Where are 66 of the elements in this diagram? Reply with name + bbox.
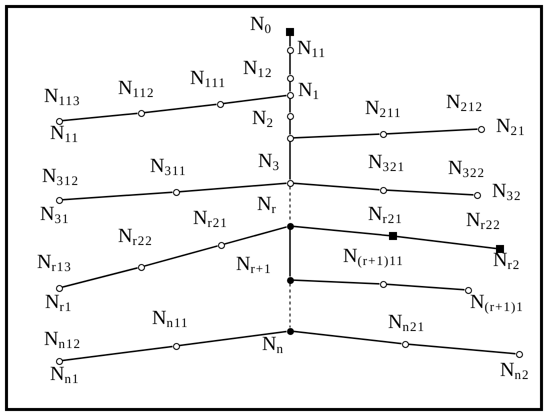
node-label: N$_{312}$ [42, 166, 79, 186]
node-label: N$_{212}$ [446, 92, 483, 112]
node-label: N$_{r21}$ [368, 204, 403, 224]
node-label: N$_{r21}$ [193, 208, 228, 228]
node-label: N$_{322}$ [448, 158, 485, 178]
node-label: N$_{321}$ [368, 152, 405, 172]
line [62, 192, 173, 200]
line [396, 236, 496, 250]
line [223, 94, 287, 104]
line [289, 82, 291, 92]
square-marker [389, 232, 397, 240]
line [386, 284, 465, 290]
node-label: N$_{11}$ [297, 38, 326, 58]
line [293, 182, 380, 190]
node-label: N$_{r1}$ [45, 292, 72, 312]
line [289, 230, 291, 276]
line [289, 54, 291, 74]
line [293, 330, 402, 344]
node-label: N$_{r2}$ [493, 250, 520, 270]
node-label: N$_{21}$ [496, 116, 526, 136]
node-label: N$_{11}$ [50, 123, 79, 143]
node-label: N$_{12}$ [243, 58, 272, 78]
node-label: N$_{n21}$ [388, 312, 425, 332]
line [289, 120, 291, 134]
line [293, 133, 380, 139]
line [289, 36, 291, 46]
node-label: N$_{1}$ [298, 80, 320, 100]
node-label: N$_{31}$ [40, 204, 70, 224]
line [408, 344, 516, 354]
node-label: N$_{311}$ [150, 156, 186, 176]
node-label: N$_{r22}$ [466, 210, 501, 230]
node-label: N$_{113}$ [44, 86, 80, 106]
line [179, 330, 287, 346]
line [289, 142, 291, 180]
node-label: N$_{2}$ [252, 108, 274, 128]
node-label: N$_{(r+1)1}$ [470, 292, 524, 312]
node-label: N$_{112}$ [118, 78, 154, 98]
line [179, 182, 287, 192]
line [62, 346, 173, 362]
node-label: N$_{n2}$ [500, 360, 530, 380]
node-label: N$_{r}$ [257, 194, 277, 214]
line [386, 128, 478, 135]
node-label: N$_{r22}$ [118, 226, 153, 246]
node-label: N$_{3}$ [258, 151, 280, 171]
square-marker [286, 28, 294, 36]
line [144, 245, 218, 267]
square-marker [496, 245, 504, 253]
line [386, 189, 474, 196]
line [224, 226, 287, 245]
node-label: N$_{n1}$ [50, 364, 80, 384]
node-label: N$_{0}$ [250, 14, 272, 34]
line [289, 98, 291, 112]
node-label: N$_{211}$ [365, 98, 402, 118]
node-label: N$_{r+1}$ [236, 254, 272, 274]
node-label: N$_{n12}$ [44, 329, 81, 349]
line [293, 226, 390, 236]
line [293, 279, 380, 285]
node-label: N$_{n}$ [262, 334, 284, 354]
line [62, 112, 138, 122]
node-label: N$_{r13}$ [37, 252, 72, 272]
line [62, 267, 138, 288]
node-label: N$_{32}$ [492, 181, 522, 201]
node-label: N$_{n11}$ [152, 308, 188, 328]
line [144, 104, 217, 114]
node-label: N$_{111}$ [190, 68, 226, 88]
node-label: N$_{(r+1)11}$ [343, 246, 404, 266]
